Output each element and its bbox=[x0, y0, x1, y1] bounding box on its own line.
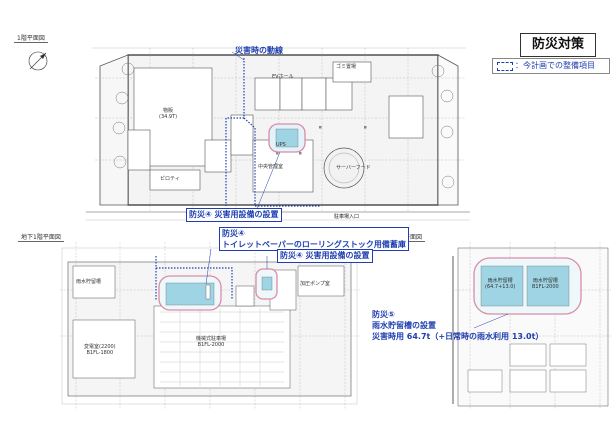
basement-plan bbox=[60, 242, 360, 410]
room-label-rainwater-tank-2-level: B1FL-2000 bbox=[532, 284, 559, 290]
room-label-substation-name: 変電室(2200) bbox=[84, 344, 116, 350]
room-label-rainwater-tank-1-capacity: (64.7+13.0) bbox=[485, 284, 516, 290]
callout-1f-disaster-equipment: 防災④ 災害用設備の設置 bbox=[186, 208, 282, 222]
page-title: 防災対策 bbox=[520, 33, 596, 57]
room-label-rainwater-tank-2: 雨水貯留槽 B1FL-2000 bbox=[532, 278, 559, 290]
pit-plan bbox=[452, 242, 612, 410]
room-label-shop: 物販 (34.9T) bbox=[159, 108, 177, 120]
room-label-pilotis: ピロティ bbox=[160, 176, 180, 182]
room-label-shop-area: (34.9T) bbox=[159, 114, 178, 120]
room-label-rainwater-tank-2-name: 雨水貯留槽 bbox=[532, 278, 558, 284]
room-label-shop-name: 物販 bbox=[163, 108, 174, 114]
room-label-machine-parking-name: 機械式駐車場 bbox=[196, 336, 227, 342]
room-label-garbage: ゴミ置場 bbox=[336, 64, 357, 70]
room-label-ev-hall: EVホール bbox=[272, 74, 294, 80]
callout-toilet-paper-text: トイレットペーパーのローリングストック用備蓄庫 bbox=[222, 240, 406, 249]
callout-rainwater-tank: 防災⑤ 雨水貯留槽の設置 災害時用 64.7t（+日常時の雨水利用 13.0t） bbox=[372, 309, 543, 342]
section-b1-plan: 地下1階平面図 bbox=[18, 232, 64, 242]
callout-evacuation-route: 災害時の動線 bbox=[235, 46, 283, 55]
room-label-entrance: 駐車場入口 bbox=[334, 214, 360, 220]
callout-rainwater-capacity: 災害時用 64.7t（+日常時の雨水利用 13.0t） bbox=[372, 332, 544, 341]
legend-box: ：今計画での整備項目 bbox=[492, 58, 610, 74]
room-label-machine-parking: 機械式駐車場 B1FL-2000 bbox=[196, 336, 226, 348]
room-label-machine-parking-level: B1FL-2000 bbox=[197, 342, 225, 348]
room-label-substation: 変電室(2200) B1FL-1800 bbox=[84, 344, 116, 356]
callout-b1-disaster-equipment: 防災④ 災害用設備の設置 bbox=[277, 249, 373, 263]
callout-toilet-paper-number: 防災④ bbox=[222, 229, 245, 238]
legend-dashed-swatch bbox=[497, 62, 513, 71]
room-label-rainwater-tank-1-name: 雨水貯留槽 bbox=[487, 278, 513, 284]
section-1f-plan: 1階平面図 bbox=[14, 33, 48, 43]
room-label-pump-room: 加圧ポンプ室 bbox=[300, 281, 330, 287]
callout-rainwater-number: 防災⑤ bbox=[372, 310, 395, 319]
callout-rainwater-title: 雨水貯留槽の設置 bbox=[372, 321, 436, 330]
legend-label: ：今計画での整備項目 bbox=[515, 61, 595, 70]
first-floor-plan bbox=[28, 47, 470, 221]
room-label-atrium: サーバーフード bbox=[336, 165, 371, 171]
room-label-rainwater-tank-b1: 雨水貯留槽 bbox=[76, 279, 102, 285]
room-label-central-office: 中央管理室 bbox=[258, 164, 284, 170]
room-label-substation-level: B1FL-1800 bbox=[86, 350, 114, 356]
room-label-rainwater-tank-1: 雨水貯留槽 (64.7+13.0) bbox=[485, 278, 515, 290]
callout-toilet-paper-storage: 防災④ トイレットペーパーのローリングストック用備蓄庫 bbox=[219, 227, 409, 251]
room-label-ups: UPS bbox=[276, 142, 286, 148]
